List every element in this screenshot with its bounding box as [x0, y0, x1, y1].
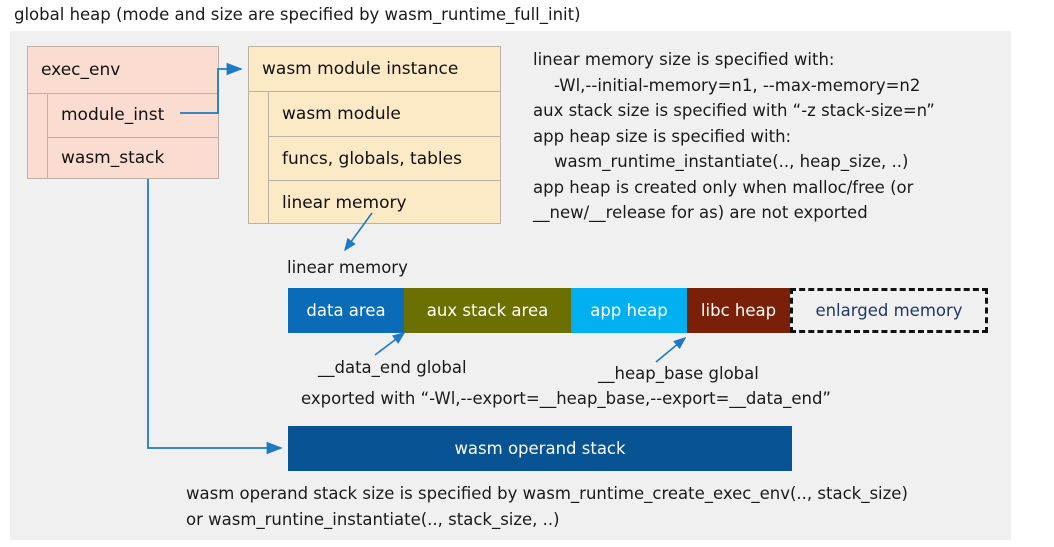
- page-title: global heap (mode and size are specified…: [14, 5, 581, 24]
- exec-env-rows: module_inst wasm_stack: [47, 94, 218, 179]
- module-instance-field-linear-memory: linear memory: [268, 180, 500, 224]
- exec-env-header: exec_env: [28, 47, 218, 94]
- data-end-global-label: __data_end global: [318, 358, 467, 377]
- module-instance-field-funcs-globals-tables: funcs, globals, tables: [268, 136, 500, 180]
- exec-env-body: module_inst wasm_stack: [28, 94, 218, 179]
- module-instance-gutter: [249, 92, 268, 224]
- exec-env-field-module-inst: module_inst: [47, 94, 218, 137]
- export-flags-note: exported with “-Wl,--export=__heap_base,…: [301, 389, 831, 408]
- operand-stack-note: wasm operand stack size is specified by …: [186, 484, 908, 529]
- memory-segment-data-area: data area: [288, 288, 404, 333]
- exec-env-field-wasm-stack: wasm_stack: [47, 136, 218, 179]
- configuration-notes: linear memory size is specified with: -W…: [533, 50, 935, 222]
- memory-segment-app-heap: app heap: [571, 288, 687, 333]
- memory-segment-aux-stack-area: aux stack area: [404, 288, 571, 333]
- module-instance-body: wasm module funcs, globals, tables linea…: [249, 92, 500, 224]
- module-instance-rows: wasm module funcs, globals, tables linea…: [268, 92, 500, 224]
- wasm-operand-stack-bar: wasm operand stack: [288, 426, 792, 471]
- exec-env-gutter: [28, 94, 47, 179]
- memory-segment-enlarged-memory: enlarged memory: [790, 288, 988, 333]
- heap-base-global-label: __heap_base global: [598, 364, 759, 383]
- module-instance-header: wasm module instance: [249, 47, 500, 92]
- linear-memory-label: linear memory: [287, 258, 408, 277]
- wasm-module-instance-box: wasm module instance wasm module funcs, …: [248, 46, 501, 224]
- module-instance-field-wasm-module: wasm module: [268, 92, 500, 136]
- exec-env-box: exec_env module_inst wasm_stack: [27, 46, 219, 179]
- memory-segment-libc-heap: libc heap: [687, 288, 790, 333]
